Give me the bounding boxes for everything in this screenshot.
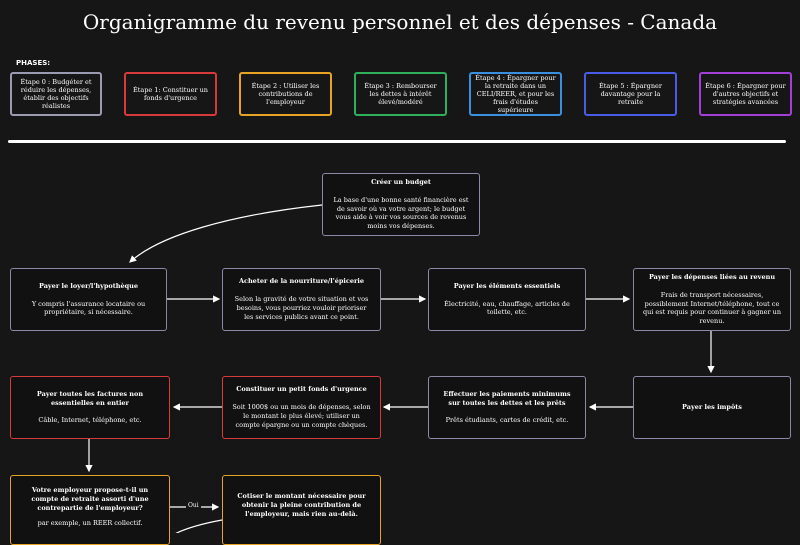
node-title: Constituer un petit fonds d'urgence: [236, 385, 367, 394]
node-title: Payer le loyer/l'hypothèque: [38, 281, 139, 290]
node-desc: Câble, Internet, téléphone, etc.: [38, 416, 142, 425]
node-title: Acheter de la nourriture/l'épicerie: [238, 277, 365, 286]
node-title: Créer un budget: [371, 178, 431, 187]
node-desc: Y compris l'assurance locataire ou propr…: [31, 299, 146, 317]
node-nonessential-bills: Payer toutes les factures non essentiell…: [10, 376, 170, 439]
node-essentials: Payer les éléments essentiels Électricit…: [428, 268, 586, 331]
node-desc: Électricité, eau, chauffage, articles de…: [444, 299, 570, 317]
phase-0: Étape 0 : Budgéter et réduire les dépens…: [10, 72, 102, 116]
phases-label: PHASES:: [16, 59, 51, 67]
phase-4: Étape 4 : Épargner pour la retraite dans…: [469, 72, 562, 116]
divider: [8, 140, 786, 143]
node-title: Cotiser le montant nécessaire pour obten…: [237, 492, 366, 518]
node-title: Effectuer les paiements minimums sur tou…: [443, 389, 571, 407]
phase-5: Étape 5 : Épargner davantage pour la ret…: [584, 72, 677, 116]
node-desc: Prêts étudiants, cartes de crédit, etc.: [445, 416, 569, 425]
phase-2: Étape 2 : Utiliser les contributions de …: [239, 72, 332, 116]
phase-1: Étape 1: Constituer un fonds d'urgence: [124, 72, 217, 116]
node-income-expenses: Payer les dépenses liées au revenu Frais…: [633, 268, 791, 331]
node-title: Payer les impôts: [682, 403, 742, 412]
node-desc: Selon la gravité de votre situation et v…: [234, 295, 369, 321]
node-rent: Payer le loyer/l'hypothèque Y compris l'…: [10, 268, 167, 331]
page-title: Organigramme du revenu personnel et des …: [82, 10, 718, 34]
node-emergency-fund: Constituer un petit fonds d'urgence Soit…: [222, 376, 381, 439]
node-title: Votre employeur propose-t-il un compte d…: [31, 486, 149, 512]
node-title: Payer toutes les factures non essentiell…: [36, 389, 144, 407]
node-title: Payer les éléments essentiels: [453, 281, 561, 290]
node-food: Acheter de la nourriture/l'épicerie Selo…: [222, 268, 381, 331]
node-min-payments: Effectuer les paiements minimums sur tou…: [428, 376, 586, 439]
edge-label-yes: Oui: [186, 502, 201, 509]
node-title: Payer les dépenses liées au revenu: [648, 273, 776, 282]
node-create-budget: Créer un budget La base d'une bonne sant…: [322, 173, 480, 236]
flow-connectors: [85, 204, 715, 533]
node-employer-question: Votre employeur propose-t-il un compte d…: [10, 475, 170, 545]
node-taxes: Payer les impôts: [633, 376, 791, 439]
phase-6: Étape 6 : Épargner pour d'autres objecti…: [699, 72, 792, 116]
node-desc: La base d'une bonne santé financière est…: [333, 195, 469, 231]
node-desc: par exemple, un REER collectif.: [37, 519, 143, 528]
node-contribute: Cotiser le montant nécessaire pour obten…: [222, 475, 381, 545]
phase-3: Étape 3 : Rembourser les dettes à intérê…: [354, 72, 447, 116]
node-desc: Frais de transport nécessaires, possible…: [642, 290, 782, 326]
node-desc: Soit 1000$ ou un mois de dépenses, selon…: [232, 403, 371, 429]
